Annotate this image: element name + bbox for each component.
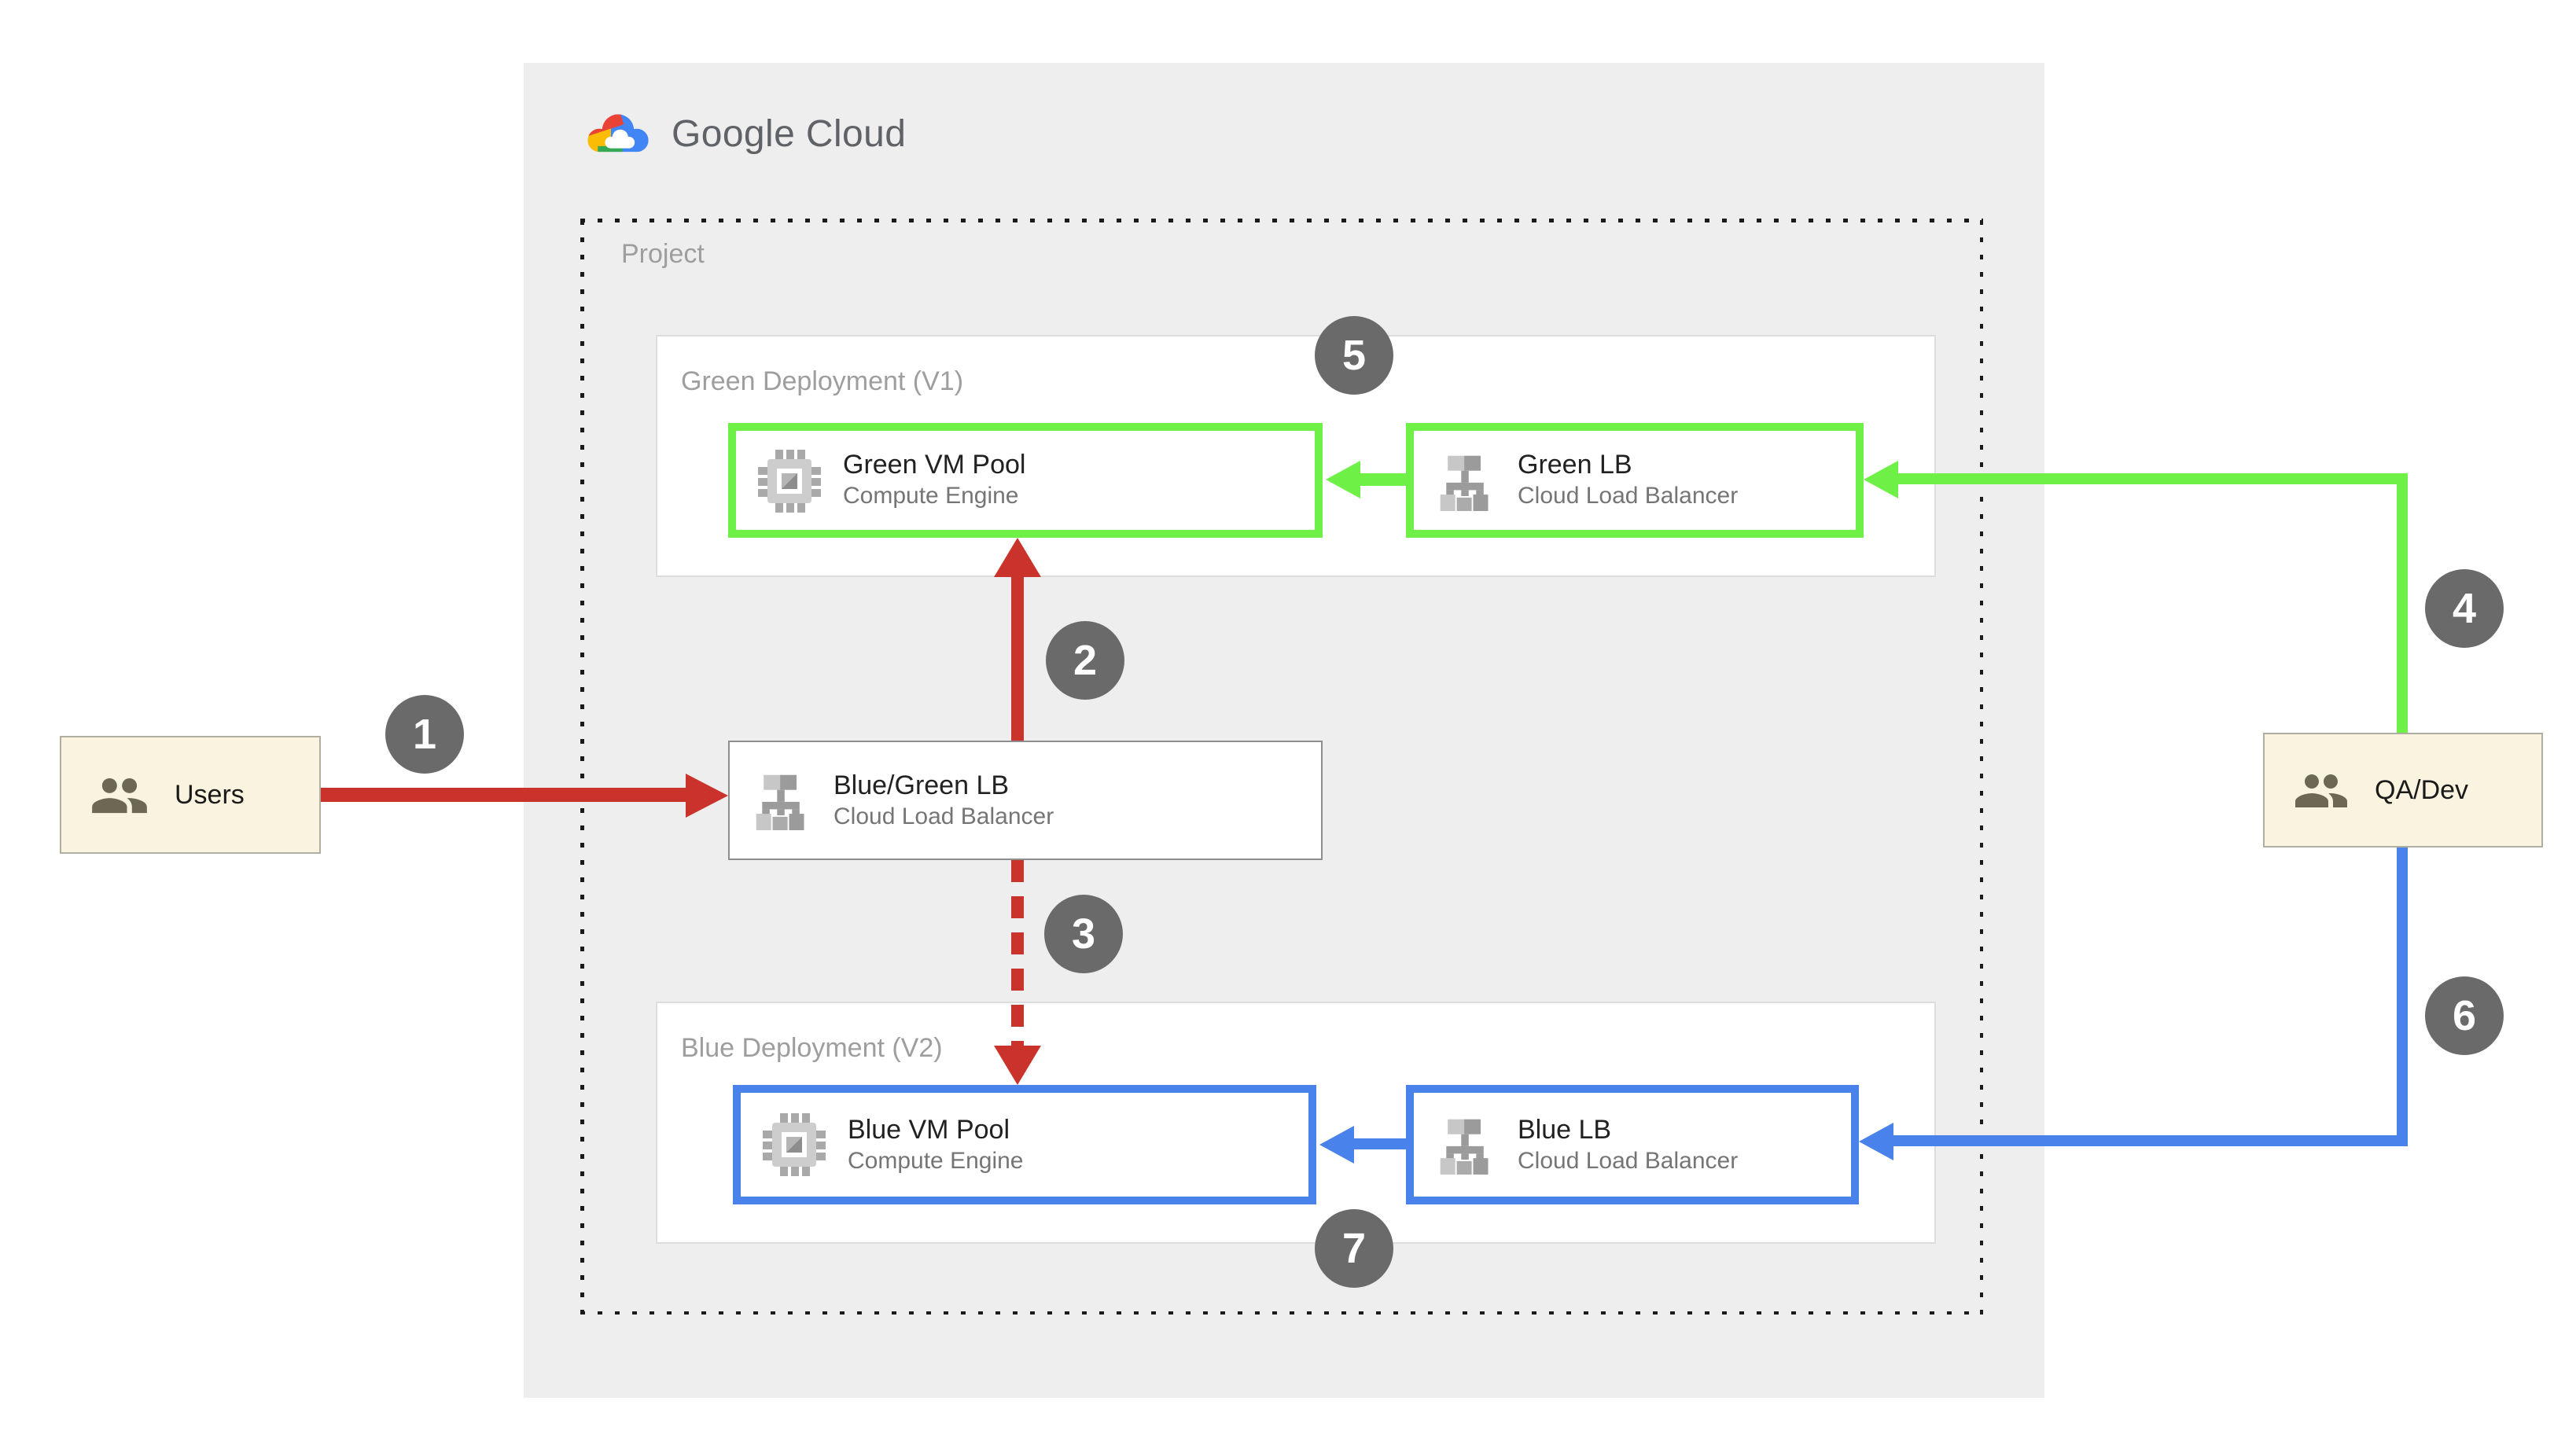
arrow-green-lb-to-vm-shaft [1360, 473, 1406, 486]
users-icon [2295, 774, 2347, 807]
users-box: Users [60, 736, 321, 854]
blue-deployment-label: Blue Deployment (V2) [681, 1033, 943, 1063]
step-badge-6: 6 [2425, 976, 2504, 1055]
green-deployment-label: Green Deployment (V1) [681, 366, 964, 396]
step-badge-1: 1 [385, 695, 464, 774]
green-vm-pool-title: Green VM Pool [843, 450, 1026, 480]
arrow-blue-lb-to-vm-shaft [1354, 1138, 1406, 1149]
green-lb-node: Green LB Cloud Load Balancer [1406, 423, 1864, 538]
qa-to-blue-lb-horizontal [1893, 1135, 2408, 1146]
users-label: Users [175, 779, 245, 809]
qa-to-green-lb-vertical [2397, 473, 2408, 733]
arrow-router-to-blue-vm-shaft [1011, 860, 1024, 1046]
step-badge-3: 3 [1044, 895, 1123, 973]
qa-to-blue-lb-vertical [2397, 848, 2408, 1146]
google-cloud-logo-icon [587, 113, 649, 152]
google-cloud-logo-text: Google Cloud [672, 113, 907, 156]
qa-dev-label: QA/Dev [2375, 774, 2469, 804]
blue-lb-subtitle: Cloud Load Balancer [1518, 1147, 1739, 1174]
load-balancer-icon [1440, 1119, 1489, 1175]
load-balancer-icon [1440, 454, 1489, 510]
users-icon [92, 777, 147, 813]
arrow-blue-lb-to-vm-head [1319, 1126, 1354, 1164]
arrow-router-to-blue-vm-head [994, 1046, 1041, 1085]
step-badge-4: 4 [2425, 569, 2504, 648]
green-vm-pool-subtitle: Compute Engine [843, 483, 1019, 509]
qa-dev-box: QA/Dev [2263, 733, 2543, 848]
compute-engine-icon [763, 1113, 826, 1176]
compute-engine-icon [758, 449, 821, 512]
project-label: Project [621, 239, 705, 269]
step-badge-5: 5 [1315, 316, 1393, 395]
qa-to-green-lb-horizontal [1898, 473, 2408, 484]
blue-green-lb-node: Blue/Green LB Cloud Load Balancer [728, 741, 1323, 860]
qa-to-blue-lb-head [1859, 1123, 1893, 1160]
green-vm-pool-node: Green VM Pool Compute Engine [728, 423, 1323, 538]
arrow-router-to-green-vm-shaft [1011, 577, 1024, 741]
blue-lb-node: Blue LB Cloud Load Balancer [1406, 1085, 1859, 1204]
arrow-users-to-router-shaft [321, 788, 686, 802]
green-lb-subtitle: Cloud Load Balancer [1518, 483, 1739, 509]
load-balancer-icon [756, 774, 804, 830]
blue-lb-title: Blue LB [1518, 1114, 1612, 1144]
blue-green-lb-title: Blue/Green LB [834, 770, 1010, 800]
green-lb-title: Green LB [1518, 450, 1632, 480]
arrow-green-lb-to-vm-head [1326, 461, 1360, 498]
qa-to-green-lb-head [1864, 461, 1898, 498]
arrow-router-to-green-vm-head [994, 538, 1041, 577]
blue-green-lb-subtitle: Cloud Load Balancer [834, 803, 1054, 829]
blue-vm-pool-node: Blue VM Pool Compute Engine [733, 1085, 1316, 1204]
step-badge-7: 7 [1315, 1209, 1393, 1288]
blue-vm-pool-title: Blue VM Pool [848, 1114, 1010, 1144]
step-badge-2: 2 [1046, 621, 1124, 700]
arrow-users-to-router-head [686, 774, 728, 818]
blue-vm-pool-subtitle: Compute Engine [848, 1147, 1024, 1174]
google-cloud-logo: Google Cloud [582, 101, 906, 170]
